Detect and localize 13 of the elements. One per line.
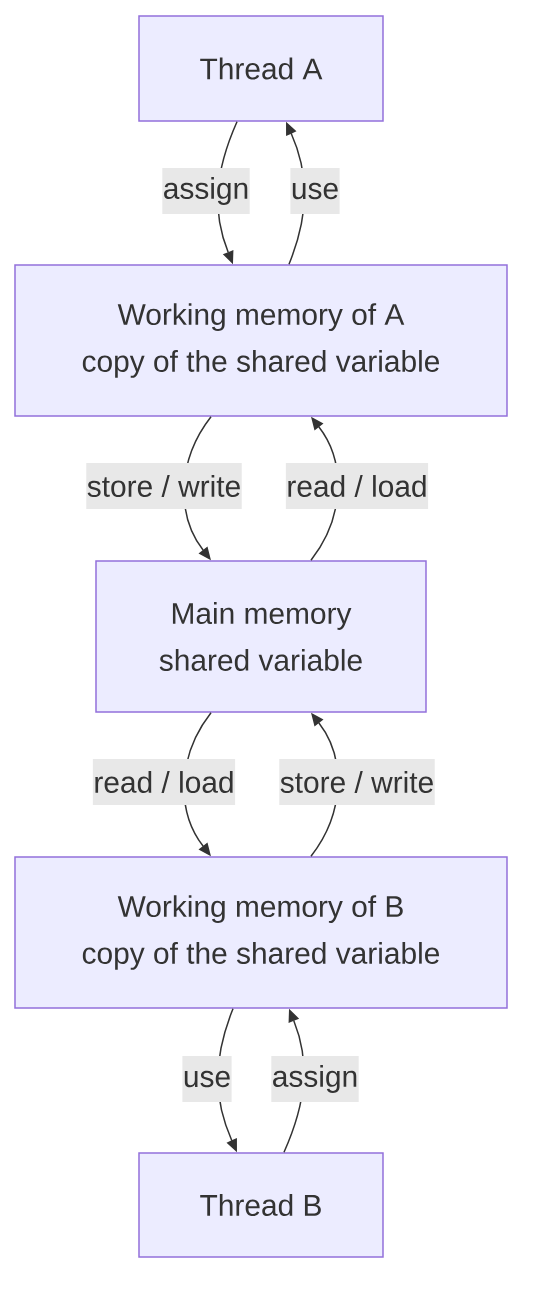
edge-label: store / write [86,463,242,509]
edge-label: store / write [279,759,435,805]
process-box: Main memory shared variable [95,560,427,713]
edge-label: assign [271,1056,359,1102]
edge-label: read / load [92,759,236,805]
edge-label: read / load [285,463,429,509]
process-box: Thread A [138,15,384,122]
process-box: Thread B [138,1152,384,1258]
edge-label: use [290,168,340,214]
edge-label: assign [162,168,250,214]
process-box: Working memory of A copy of the shared variable [14,264,508,417]
process-box: Working memory of B copy of the shared variable [14,856,508,1009]
edge-label: use [182,1056,232,1102]
